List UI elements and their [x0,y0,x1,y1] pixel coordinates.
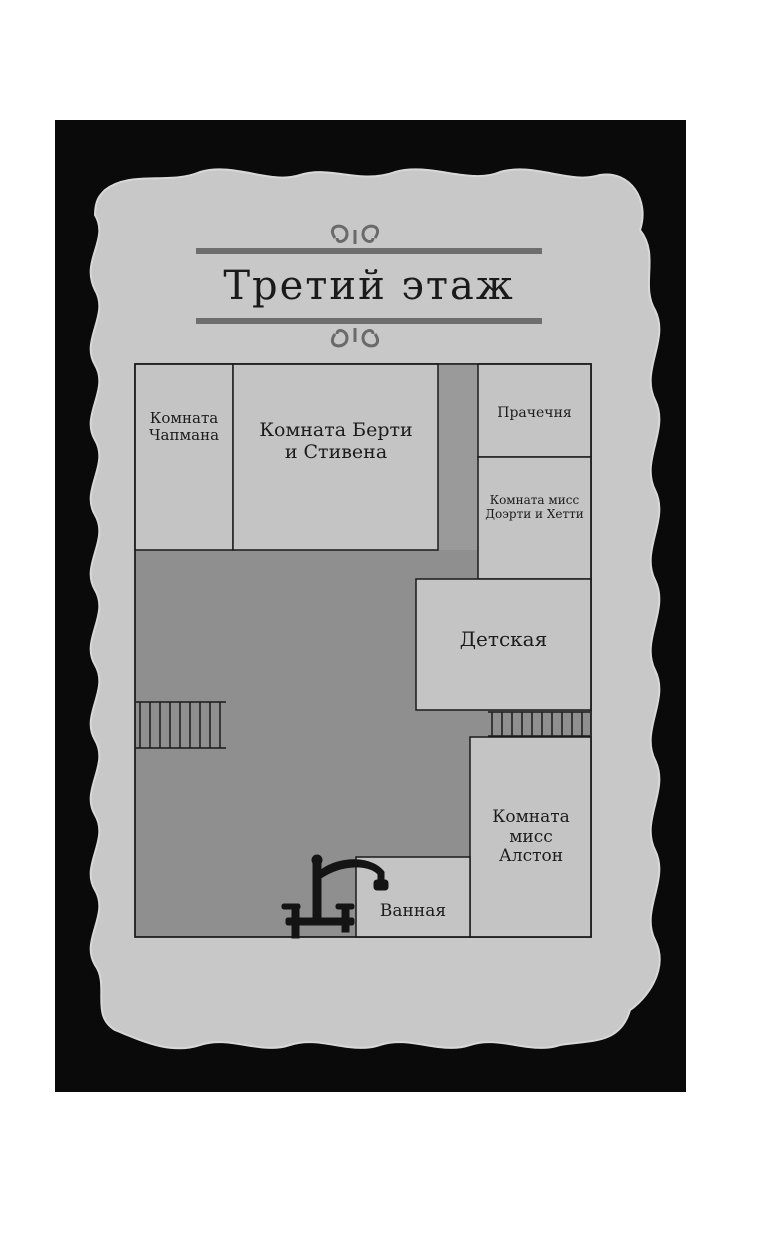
room-nursery [415,578,592,711]
flourish-ornament-icon [331,328,379,348]
title-rule-top [196,248,542,254]
room-miss-dorty-hetty [477,456,592,580]
floor-plan [134,363,592,938]
room-label-laundry: Прачечня [497,405,572,421]
map-title: Третий этаж [223,263,515,309]
stairs-icon [488,711,590,737]
corridor-strip [438,364,478,550]
faucet-icon [281,854,389,939]
room-chapman [134,363,234,551]
room-label-miss-dorty-hetty: Комната мисс Доэрти и Хетти [485,493,584,521]
flourish-ornament-icon [331,224,379,244]
room-label-nursery: Детская [459,627,548,651]
room-berti-stiven [232,363,439,551]
title-rule-bottom [196,318,542,324]
room-label-miss-alston: Комната мисс Алстон [492,807,570,867]
map-title-banner: Третий этаж [196,248,542,324]
stairs-icon [136,701,226,749]
floor-outline [134,363,592,938]
room-label-chapman: Комната Чапмана [148,409,220,445]
room-laundry [477,363,592,458]
room-label-bathroom: Ванная [379,901,447,921]
room-label-berti-stiven: Комната Берти и Стивена [259,419,413,463]
